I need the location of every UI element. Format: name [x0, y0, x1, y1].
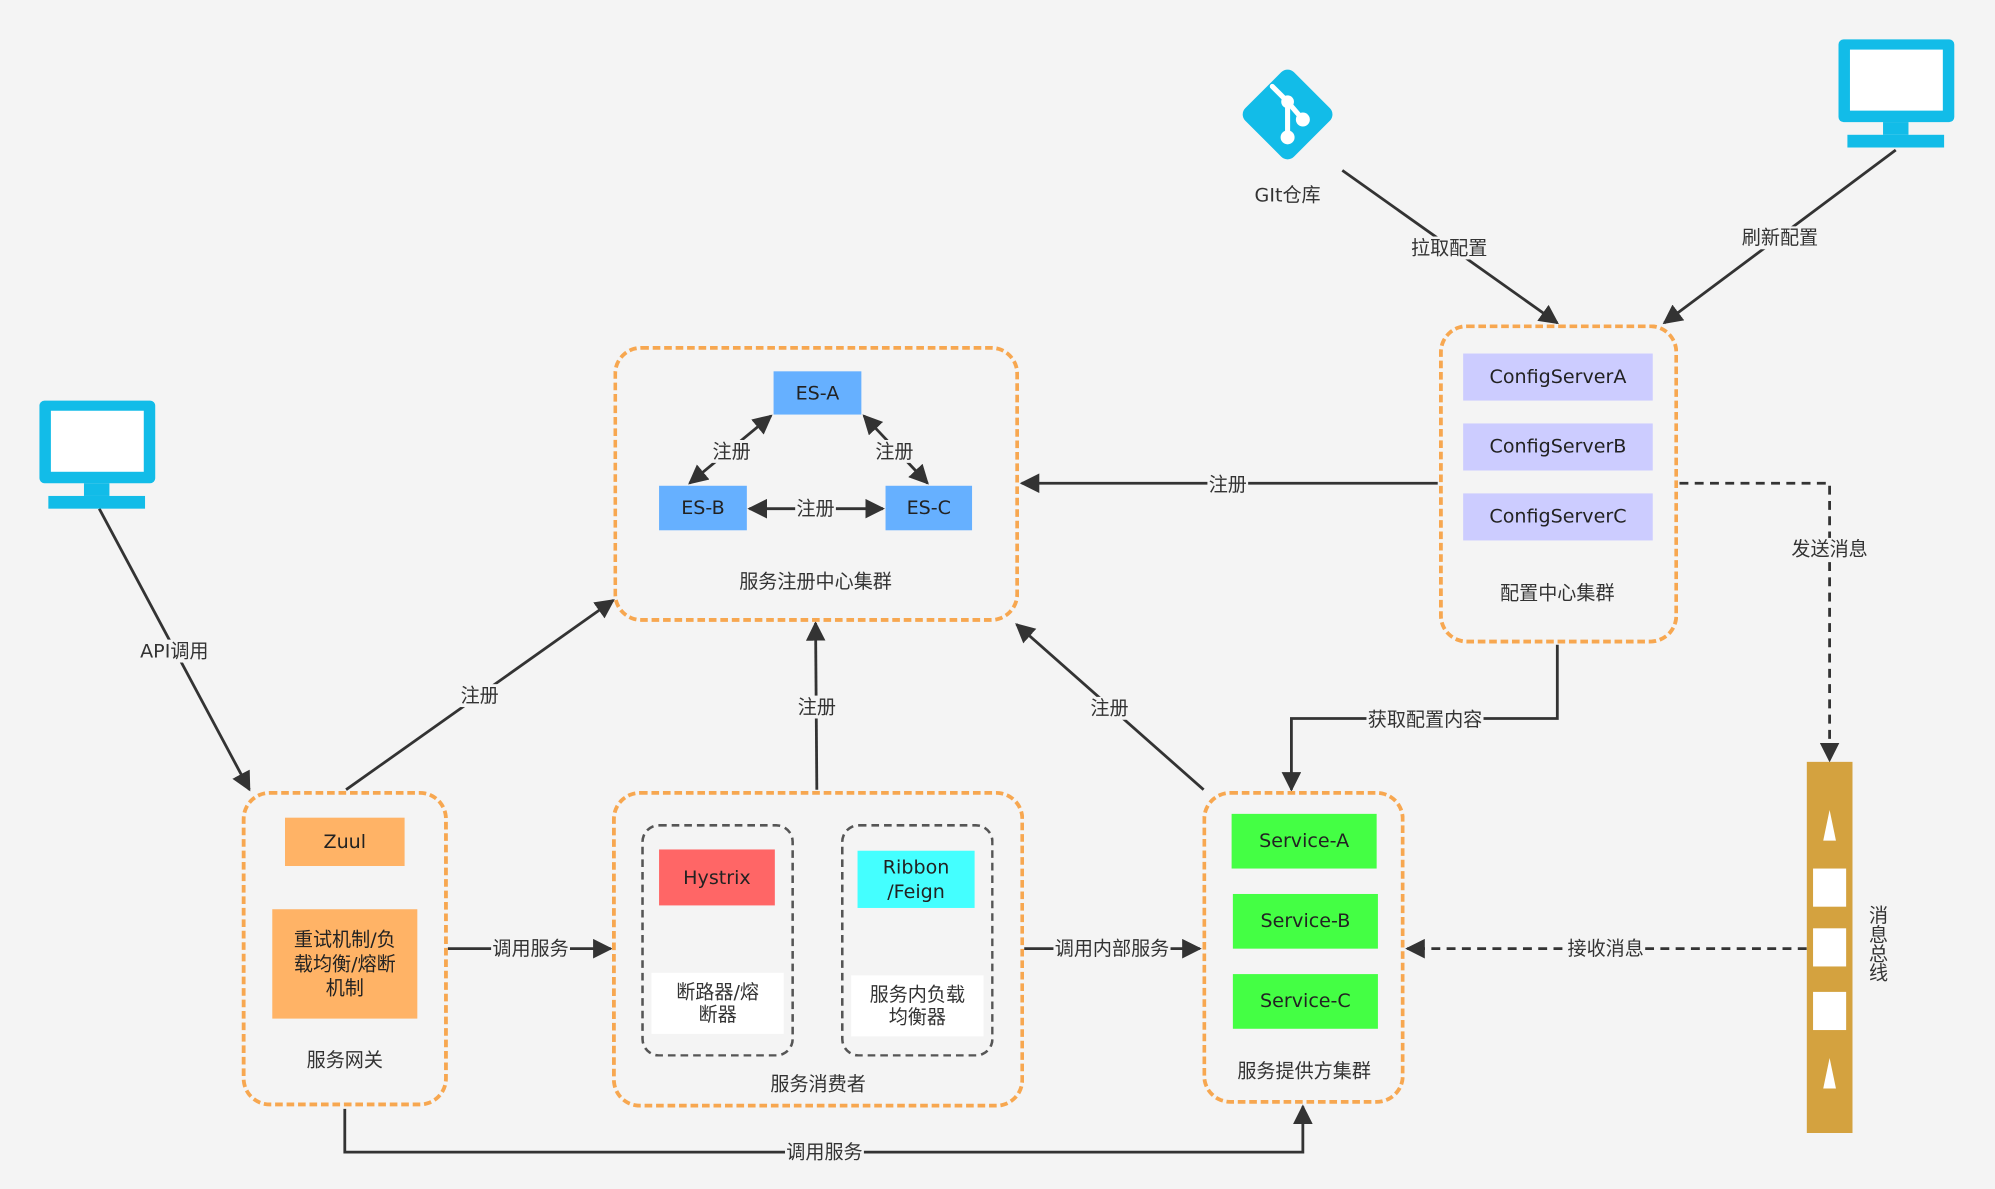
edge-label-gateway-register: 注册	[459, 684, 501, 708]
hystrix-desc: 断路器/熔断器	[651, 972, 784, 1034]
edge-label-gateway-to-provider: 调用服务	[785, 1140, 864, 1164]
edge-label-es-a-es-c: 注册	[874, 439, 915, 463]
client-monitor-icon	[39, 400, 156, 509]
service-b-box: Service-B	[1232, 893, 1378, 949]
edge-label-receive-message: 接收消息	[1566, 937, 1646, 961]
admin-monitor-icon	[1838, 39, 1955, 148]
ribbon-box: Ribbon /Feign	[857, 850, 975, 908]
hystrix-panel	[641, 824, 794, 1057]
consumer-group	[611, 790, 1025, 1108]
es-b-node: ES-B	[659, 485, 747, 531]
es-a-node: ES-A	[773, 371, 862, 415]
edge-label-consumer-register: 注册	[796, 695, 838, 719]
registry-title: 服务注册中心集群	[739, 570, 892, 594]
edge-label-es-a-es-b: 注册	[711, 439, 752, 463]
edge-send-message	[1679, 481, 1840, 763]
git-icon	[1242, 69, 1333, 160]
service-a-box: Service-A	[1231, 813, 1377, 869]
gateway-group	[241, 790, 448, 1107]
edge-label-consumer-to-provider: 调用内部服务	[1053, 937, 1171, 961]
edge-label-es-b-es-c: 注册	[795, 497, 836, 521]
provider-title: 服务提供方集群	[1237, 1059, 1371, 1083]
gateway-mechanism-box: 重试机制/负载均衡/熔断机制	[272, 909, 418, 1019]
ribbon-panel	[841, 824, 994, 1057]
edge-label-api-call: API调用	[138, 639, 210, 663]
edge-label-provider-register: 注册	[1089, 696, 1130, 720]
edge-label-refresh-config: 刷新配置	[1740, 226, 1820, 250]
bus-label: 消息总线	[1866, 905, 1890, 982]
es-c-node: ES-C	[885, 485, 973, 531]
config-server-c: ConfigServerC	[1463, 493, 1653, 541]
config-server-b: ConfigServerB	[1463, 423, 1653, 471]
edge-label-pull-config: 拉取配置	[1409, 236, 1489, 260]
ribbon-desc: 服务内负载均衡器	[851, 975, 984, 1037]
message-bus-icon	[1806, 761, 1853, 1134]
consumer-title: 服务消费者	[770, 1072, 866, 1096]
zuul-box: Zuul	[284, 817, 405, 867]
edge-label-send-message: 发送消息	[1790, 537, 1870, 561]
gateway-title: 服务网关	[306, 1048, 383, 1072]
hystrix-box: Hystrix	[659, 849, 775, 906]
edge-label-config-register: 注册	[1207, 473, 1249, 496]
git-label: GIt仓库	[1254, 183, 1321, 207]
edge-label-gateway-to-consumer: 调用服务	[491, 937, 571, 961]
registry-cluster	[613, 345, 1020, 622]
config-server-a: ConfigServerA	[1463, 353, 1653, 401]
edge-label-fetch-config: 获取配置内容	[1366, 708, 1484, 732]
config-cluster	[1438, 324, 1679, 644]
service-c-box: Service-C	[1232, 974, 1378, 1029]
config-title: 配置中心集群	[1500, 581, 1615, 605]
provider-cluster	[1202, 790, 1405, 1104]
